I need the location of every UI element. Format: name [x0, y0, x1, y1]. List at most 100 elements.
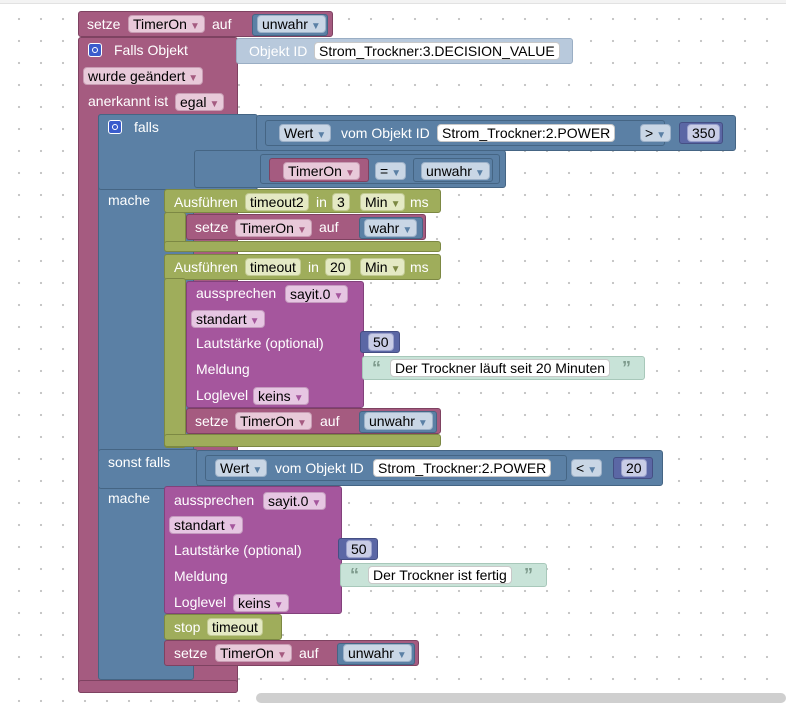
- from-object-label: vom Objekt ID: [275, 460, 364, 476]
- message-field[interactable]: Der Trockner ist fertig: [368, 566, 512, 584]
- chevron-down-icon: ▼: [656, 130, 667, 141]
- set-label: setze: [87, 16, 121, 32]
- chevron-down-icon: ▼: [390, 264, 401, 275]
- message-label: Meldung: [196, 361, 250, 377]
- loglevel-label: Loglevel: [174, 594, 227, 610]
- variable-dropdown[interactable]: TimerOn▼: [235, 412, 312, 430]
- volume-label: Lautstärke (optional): [196, 335, 324, 351]
- quote-open-icon: “: [350, 565, 359, 585]
- changed-dropdown[interactable]: wurde geändert▼: [83, 67, 204, 85]
- message-field[interactable]: Der Trockner läuft seit 20 Minuten: [390, 359, 611, 377]
- object-id-field[interactable]: Strom_Trockner:2.POWER: [437, 124, 616, 142]
- say-label: aussprechen: [174, 492, 255, 508]
- compare-var-block[interactable]: TimerOn▼ =▼ unwahr▼: [260, 154, 500, 184]
- timeout-name-field[interactable]: timeout: [245, 258, 301, 276]
- say-block-2[interactable]: aussprechen sayit.0▼ standart▼ Lautstärk…: [164, 486, 342, 614]
- operator-dropdown[interactable]: >▼: [640, 124, 672, 142]
- value-dropdown[interactable]: Wert▼: [215, 459, 268, 477]
- stop-timeout-block[interactable]: stop timeout: [164, 614, 282, 640]
- language-dropdown[interactable]: standart▼: [191, 310, 265, 328]
- top-border: [0, 0, 786, 4]
- quote-open-icon: “: [372, 358, 381, 378]
- do-label: mache: [108, 192, 151, 208]
- say-target-dropdown[interactable]: sayit.0▼: [285, 285, 349, 303]
- chevron-down-icon: ▼: [587, 465, 598, 476]
- chevron-down-icon: ▼: [391, 168, 402, 179]
- comparison-block-3[interactable]: Wert▼ vom Objekt ID Strom_Trockner:2.POW…: [196, 450, 663, 486]
- to-label: auf: [320, 413, 340, 429]
- volume-label: Lautstärke (optional): [174, 542, 302, 558]
- quote-close-icon: ”: [524, 565, 533, 585]
- loglevel-label: Loglevel: [196, 387, 249, 403]
- volume-field[interactable]: 50: [368, 333, 394, 351]
- chevron-down-icon: ▼: [417, 418, 428, 429]
- timeout-block-1[interactable]: Ausführen timeout2 in 3 Min▼ ms: [164, 189, 441, 213]
- variable-dropdown[interactable]: TimerOn▼: [283, 162, 360, 180]
- chevron-down-icon: ▼: [316, 130, 327, 141]
- to-label: auf: [212, 16, 232, 32]
- variable-dropdown[interactable]: TimerOn▼: [235, 219, 312, 237]
- timeout-block-2-body: [164, 278, 186, 448]
- object-id-block[interactable]: Objekt ID Strom_Trockner:3.DECISION_VALU…: [236, 38, 573, 64]
- bool-dropdown[interactable]: unwahr▼: [421, 162, 490, 180]
- value-dropdown[interactable]: Wert▼: [279, 124, 332, 142]
- operator-dropdown[interactable]: <▼: [571, 459, 603, 477]
- say-block-1[interactable]: aussprechen sayit.0▼ standart▼ Lautstärk…: [186, 281, 364, 408]
- event-block-bottom: [78, 680, 238, 693]
- chevron-down-icon: ▼: [474, 168, 485, 179]
- object-id-field[interactable]: Strom_Trockner:3.DECISION_VALUE: [314, 42, 560, 60]
- ms-label: ms: [410, 259, 429, 275]
- chevron-down-icon: ▼: [296, 225, 307, 236]
- set-variable-block-wahr[interactable]: setze TimerOn▼ auf wahr▼: [186, 214, 426, 240]
- object-id-label: Objekt ID: [249, 43, 308, 59]
- bool-dropdown[interactable]: wahr▼: [364, 219, 418, 237]
- chevron-down-icon: ▼: [311, 498, 322, 509]
- horizontal-scrollbar[interactable]: [256, 693, 786, 703]
- chevron-down-icon: ▼: [396, 650, 407, 661]
- volume-field[interactable]: 50: [346, 540, 372, 558]
- event-label: Falls Objekt: [114, 42, 188, 58]
- set-label: setze: [195, 413, 229, 429]
- comparison-block-1[interactable]: Wert▼ vom Objekt ID Strom_Trockner:2.POW…: [256, 115, 736, 151]
- chevron-down-icon: ▼: [276, 650, 287, 661]
- variable-dropdown[interactable]: TimerOn▼: [215, 644, 292, 662]
- gear-icon[interactable]: [108, 120, 122, 134]
- timeout-name-field[interactable]: timeout: [207, 618, 263, 636]
- loglevel-dropdown[interactable]: keins▼: [233, 594, 289, 612]
- ack-dropdown[interactable]: egal▼: [175, 93, 225, 111]
- say-target-dropdown[interactable]: sayit.0▼: [263, 492, 327, 510]
- set-variable-block-3[interactable]: setze TimerOn▼ auf unwahr▼: [164, 640, 419, 666]
- delay-field[interactable]: 3: [332, 193, 350, 211]
- variable-dropdown[interactable]: TimerOn▼: [128, 15, 205, 33]
- unit-dropdown[interactable]: Min▼: [360, 193, 406, 211]
- timeout-name-field[interactable]: timeout2: [245, 193, 309, 211]
- timeout-block-1-foot: [164, 241, 441, 252]
- unit-dropdown[interactable]: Min▼: [360, 258, 406, 276]
- from-object-label: vom Objekt ID: [341, 125, 430, 141]
- bool-dropdown[interactable]: unwahr▼: [343, 644, 412, 662]
- in-label: in: [308, 259, 319, 275]
- chevron-down-icon: ▼: [293, 393, 304, 404]
- chevron-down-icon: ▼: [227, 522, 238, 533]
- number-field[interactable]: 20: [621, 459, 647, 477]
- timeout-block-2[interactable]: Ausführen timeout in 20 Min▼ ms: [164, 254, 441, 280]
- gear-icon[interactable]: [88, 43, 102, 57]
- chevron-down-icon: ▼: [249, 316, 260, 327]
- set-label: setze: [174, 645, 208, 661]
- execute-label: Ausführen: [174, 194, 238, 210]
- set-variable-block-2[interactable]: setze TimerOn▼ auf unwahr▼: [186, 408, 441, 434]
- chevron-down-icon: ▼: [252, 465, 263, 476]
- set-variable-block-top[interactable]: setze TimerOn▼ auf unwahr▼: [78, 11, 333, 37]
- bool-dropdown[interactable]: unwahr▼: [364, 412, 433, 430]
- object-id-field[interactable]: Strom_Trockner:2.POWER: [373, 459, 552, 477]
- if-label: falls: [134, 119, 159, 135]
- chevron-down-icon: ▼: [333, 291, 344, 302]
- ack-label: anerkannt ist: [88, 93, 169, 109]
- bool-dropdown[interactable]: unwahr▼: [257, 15, 326, 33]
- else-if-header: [98, 449, 198, 489]
- number-field[interactable]: 350: [687, 124, 721, 142]
- equals-dropdown[interactable]: =▼: [375, 162, 407, 180]
- language-dropdown[interactable]: standart▼: [169, 516, 243, 534]
- loglevel-dropdown[interactable]: keins▼: [253, 387, 309, 405]
- delay-field[interactable]: 20: [325, 258, 351, 276]
